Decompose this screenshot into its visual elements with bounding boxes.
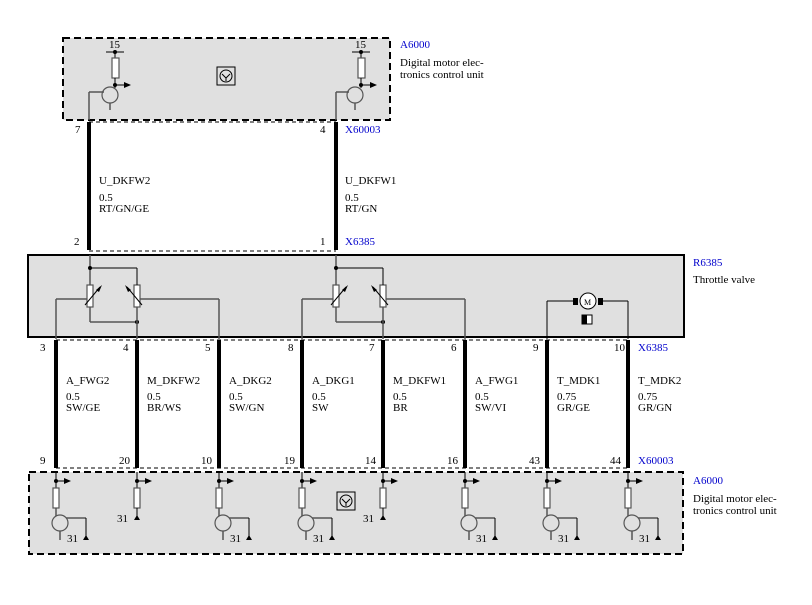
throttle-pin: 9 [533,342,539,354]
ground-label: 31 [558,533,569,545]
top-ecu-output-stage-left [88,50,131,120]
supply-label-15-left: 15 [109,39,121,51]
throttle-pin: 3 [40,342,46,354]
ecu-output-stage: 31 [363,472,398,525]
throttle-motor: M [546,292,629,339]
top-connector-id[interactable]: X60003 [345,124,381,136]
wire-gauge: 0.5 [345,192,359,204]
wire-gauge: 0.75 [638,391,658,403]
wire-color: SW/VI [475,402,507,414]
wire-signal: U_DKFW1 [345,175,396,187]
wire-signal: A_DKG2 [229,375,272,387]
top-ecu-description-1: Digital motor elec- [400,57,484,69]
ecu-pin: 14 [365,455,377,467]
bottom-ecu-id[interactable]: A6000 [693,475,723,487]
ecu-output-stage: 31 [297,472,335,545]
ground-label: 31 [67,533,78,545]
throttle-pin: 8 [288,342,294,354]
wire-signal: A_FWG2 [66,375,109,387]
throttle-pin: 10 [614,342,626,354]
wire-color: GR/GE [557,402,590,414]
wire-signal: A_FWG1 [475,375,518,387]
wire-gauge: 0.5 [229,391,243,403]
wire-signal: A_DKG1 [312,375,355,387]
throttle-pin-1: 1 [320,236,326,248]
potentiometer-pair-1 [301,255,466,339]
ground-label: 31 [639,533,650,545]
ecu-output-stage: 31 [51,472,89,545]
top-connector-pin-4: 4 [320,124,326,136]
top-ecu-description-2: tronics control unit [400,69,484,81]
wire-gauge: 0.5 [99,192,113,204]
ecu-output-stage: 31 [214,472,252,545]
throttle-bottom-connector-id[interactable]: X6385 [638,342,668,354]
wire-signal: T_MDK1 [557,375,600,387]
ecu-bottom-connector-id[interactable]: X60003 [638,455,674,467]
throttle-pin: 4 [123,342,129,354]
wire-color: BR [393,402,408,414]
ground-label: 31 [117,513,128,525]
motor-label: M [584,298,591,307]
wire-gauge: 0.5 [66,391,80,403]
ecu-output-stage: 31 [460,472,498,545]
wire-color: RT/GN/GE [99,203,149,215]
ecu-pin: 43 [529,455,541,467]
throttle-pin: 5 [205,342,211,354]
ecu-pin: 20 [119,455,131,467]
throttle-description: Throttle valve [693,274,755,286]
supply-label-15-right: 15 [355,39,367,51]
wire-gauge: 0.5 [475,391,489,403]
wire-signal: M_DKFW2 [147,375,200,387]
wire-color: SW/GE [66,402,101,414]
bottom-ecu-description-1: Digital motor elec- [693,493,777,505]
ground-label: 31 [230,533,241,545]
wire-signal: M_DKFW1 [393,375,446,387]
ecu-pin: 19 [284,455,296,467]
ecu-pin: 16 [447,455,459,467]
bottom-ecu-stages: 31 31 31 31 31 31 31 31 [51,472,661,545]
ecu-pin: 10 [201,455,213,467]
wire-color: BR/WS [147,402,181,414]
bottom-ecu-box[interactable] [28,471,684,555]
top-ecu-id[interactable]: A6000 [400,39,430,51]
ecu-output-stage: 31 [117,472,152,525]
wire-gauge: 0.75 [557,391,577,403]
wire-signal: U_DKFW2 [99,175,150,187]
top-connector-pin-7: 7 [75,124,81,136]
wire-gauge: 0.5 [312,391,326,403]
throttle-pin: 7 [369,342,375,354]
ecu-pin: 44 [610,455,622,467]
wire-gauge: 0.5 [393,391,407,403]
bottom-ecu-transistor-icon [336,491,356,511]
throttle-top-connector-id[interactable]: X6385 [345,236,375,248]
bottom-ecu-description-2: tronics control unit [693,505,777,517]
ecu-output-stage: 31 [542,472,580,545]
wire-color: RT/GN [345,203,377,215]
wire-color: SW/GN [229,402,265,414]
ground-label: 31 [476,533,487,545]
top-ecu-output-stage-right [335,50,377,120]
throttle-pin: 6 [451,342,457,354]
wire-gauge: 0.5 [147,391,161,403]
wire-signal: T_MDK2 [638,375,681,387]
wire-color: SW [312,402,329,414]
ground-label: 31 [363,513,374,525]
top-ecu-transistor-icon [216,66,236,86]
bottom-wire-harness: A_FWG20.5SW/GE39M_DKFW20.5BR/WS420A_DKG2… [40,340,681,468]
throttle-pin-2: 2 [74,236,80,248]
ground-label: 31 [313,533,324,545]
ecu-pin: 9 [40,455,46,467]
throttle-id[interactable]: R6385 [693,257,723,269]
wire-color: GR/GN [638,402,672,414]
ecu-output-stage: 31 [623,472,661,545]
potentiometer-pair-2 [55,255,220,339]
